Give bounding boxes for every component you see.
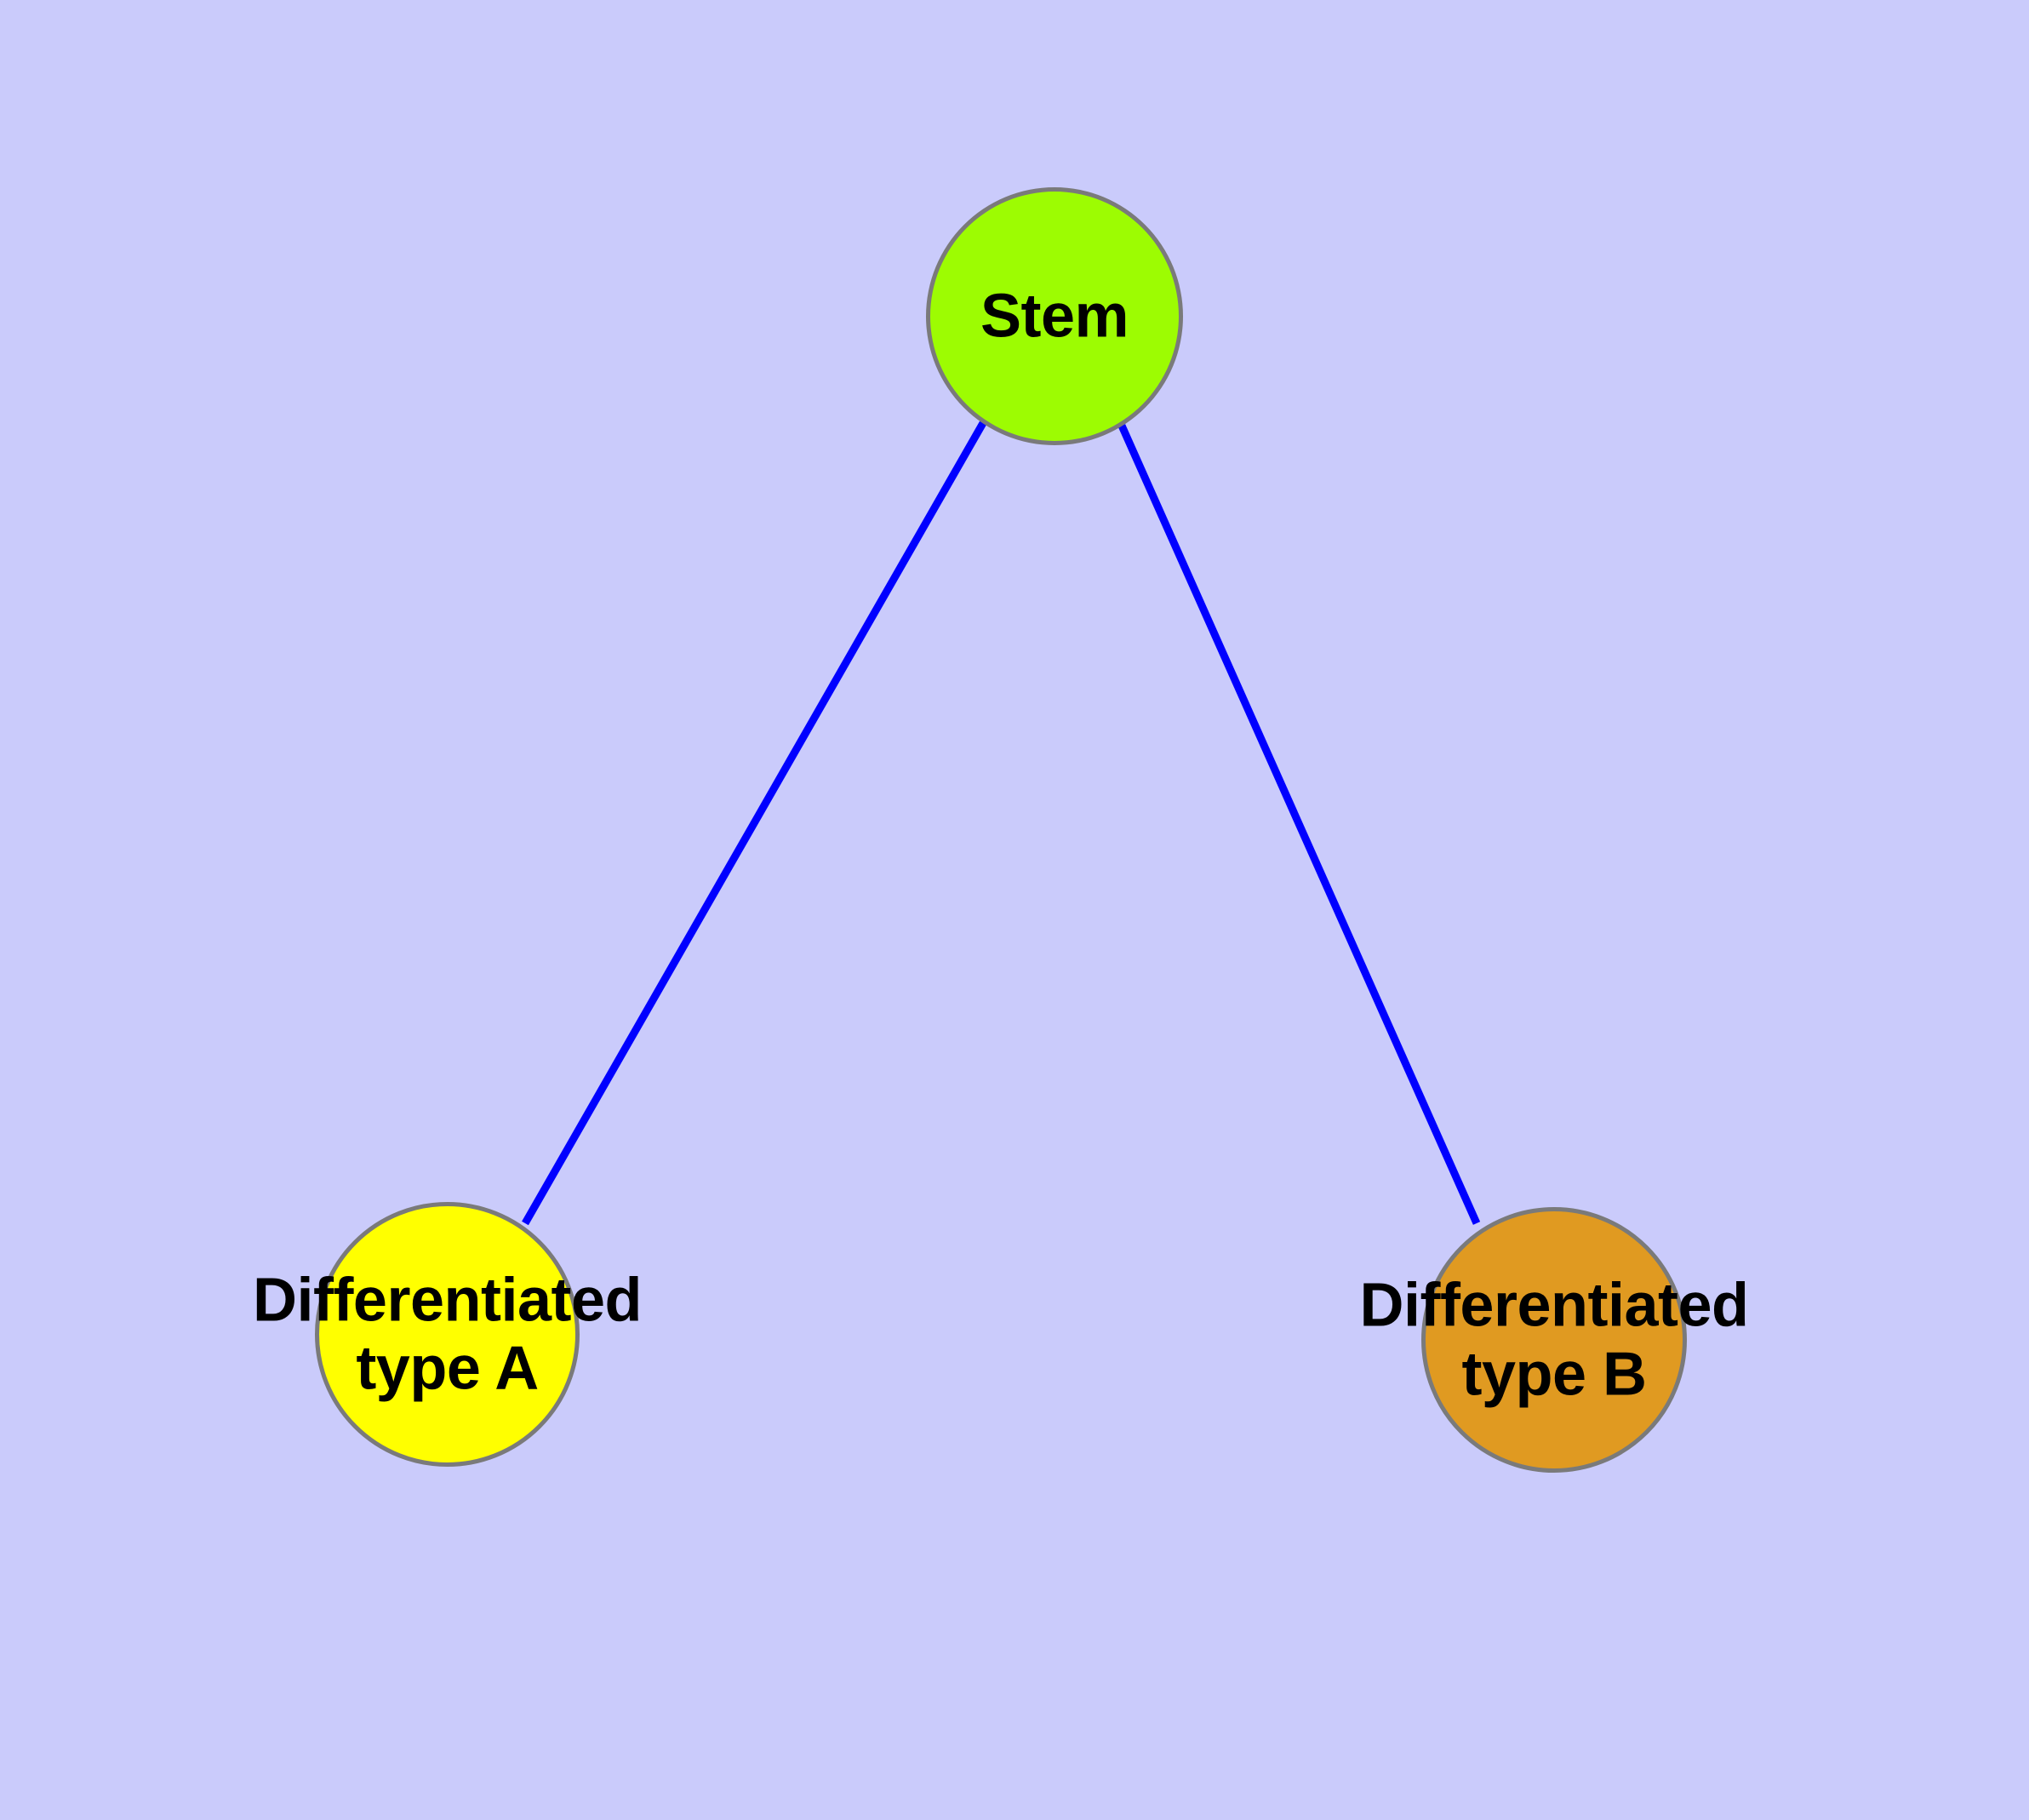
edge-stem-to-differentiated-type-b bbox=[1117, 424, 1481, 1225]
node-stem[interactable]: Stem bbox=[926, 187, 1183, 445]
node-stem-label: Stem bbox=[980, 282, 1129, 351]
edge-stem-to-differentiated-type-a bbox=[522, 421, 986, 1226]
node-differentiated-type-a[interactable]: Differentiated type A bbox=[253, 1202, 643, 1467]
node-differentiated-type-b[interactable]: Differentiated type B bbox=[1359, 1207, 1749, 1473]
